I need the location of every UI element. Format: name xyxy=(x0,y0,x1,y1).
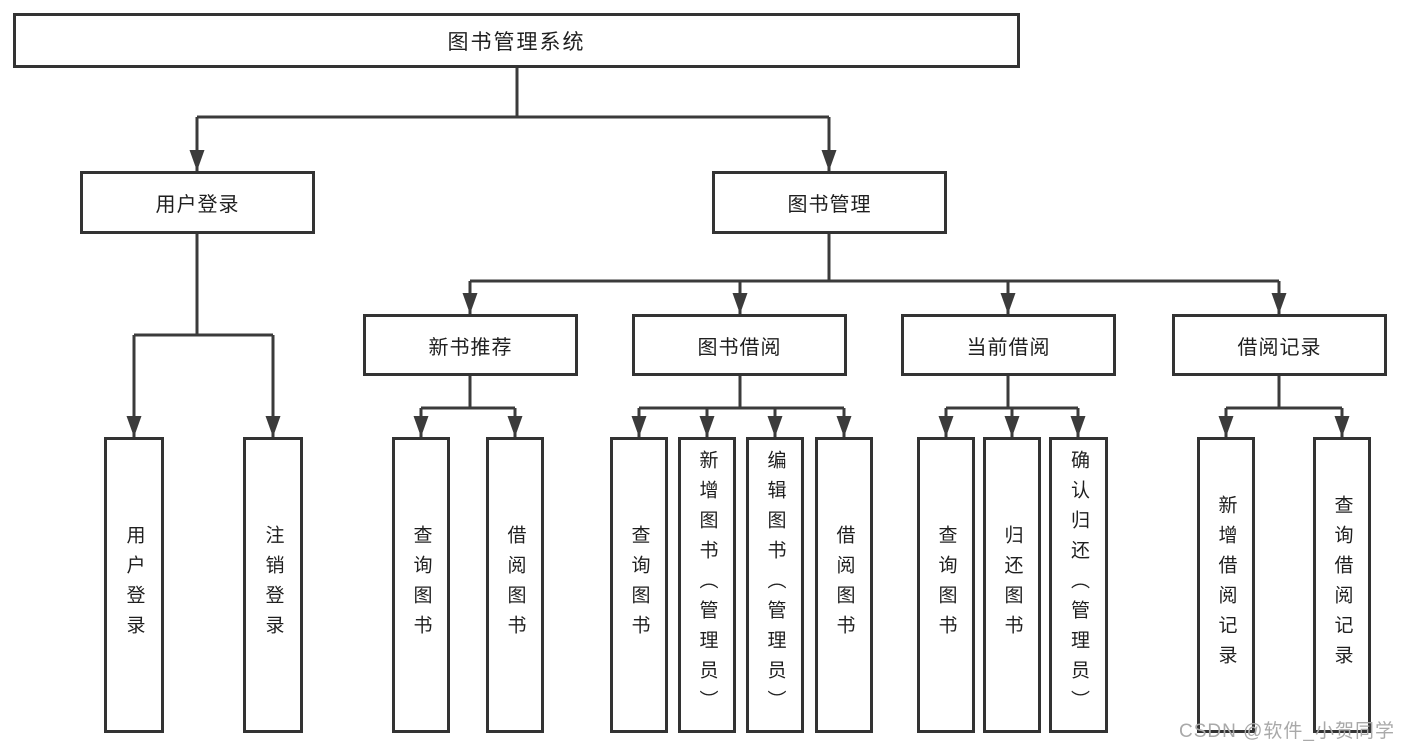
node-bb-add-books-admin: 新增图书（管理员） xyxy=(678,437,736,733)
node-label: 编辑图书（管理员） xyxy=(764,450,786,720)
node-label: 归还图书 xyxy=(1001,525,1023,645)
csdn-watermark: CSDN @软件_小贺同学 xyxy=(1179,721,1395,742)
node-bb-query-books: 查询图书 xyxy=(610,437,668,733)
node-label: 图书管理系统 xyxy=(447,30,586,54)
node-label: 查询借阅记录 xyxy=(1331,495,1353,675)
node-cb-return-books: 归还图书 xyxy=(983,437,1041,733)
node-label: 确认归还（管理员） xyxy=(1068,450,1089,720)
node-current-borrowing: 当前借阅 xyxy=(901,314,1116,376)
node-borrow-records: 借阅记录 xyxy=(1172,314,1387,376)
node-label: 查询图书 xyxy=(410,525,432,645)
node-label: 借阅图书 xyxy=(833,525,855,645)
node-label: 查询图书 xyxy=(628,525,650,645)
node-bb-borrow-books: 借阅图书 xyxy=(815,437,873,733)
node-user-login: 用户登录 xyxy=(80,171,315,234)
node-book-borrowing: 图书借阅 xyxy=(632,314,847,376)
node-new-book-recommend: 新书推荐 xyxy=(363,314,578,376)
node-login: 用户登录 xyxy=(104,437,164,733)
node-br-query-borrow-record: 查询借阅记录 xyxy=(1313,437,1371,733)
node-label: 查询图书 xyxy=(935,525,957,645)
node-label: 用户登录 xyxy=(155,194,240,216)
node-bb-edit-books-admin: 编辑图书（管理员） xyxy=(746,437,804,733)
node-label: 图书管理 xyxy=(787,194,872,216)
node-label: 当前借阅 xyxy=(966,336,1051,359)
node-label: 新增图书（管理员） xyxy=(696,450,718,720)
node-nb-borrow-books: 借阅图书 xyxy=(486,437,544,733)
node-logout: 注销登录 xyxy=(243,437,303,733)
node-nb-query-books: 查询图书 xyxy=(392,437,450,733)
node-br-add-borrow-record: 新增借阅记录 xyxy=(1197,437,1255,733)
node-label: 新书推荐 xyxy=(428,336,513,359)
node-cb-confirm-return-admin: 确认归还（管理员） xyxy=(1049,437,1108,733)
node-label: 借阅记录 xyxy=(1237,336,1322,359)
connector-segments xyxy=(134,68,1342,410)
node-label: 注销登录 xyxy=(262,525,284,645)
node-book-management: 图书管理 xyxy=(712,171,947,234)
node-label: 用户登录 xyxy=(123,525,145,645)
node-library-management-system: 图书管理系统 xyxy=(13,13,1020,68)
node-label: 新增借阅记录 xyxy=(1215,495,1237,675)
node-label: 图书借阅 xyxy=(697,336,782,359)
node-cb-query-books: 查询图书 xyxy=(917,437,975,733)
node-label: 借阅图书 xyxy=(504,525,526,645)
